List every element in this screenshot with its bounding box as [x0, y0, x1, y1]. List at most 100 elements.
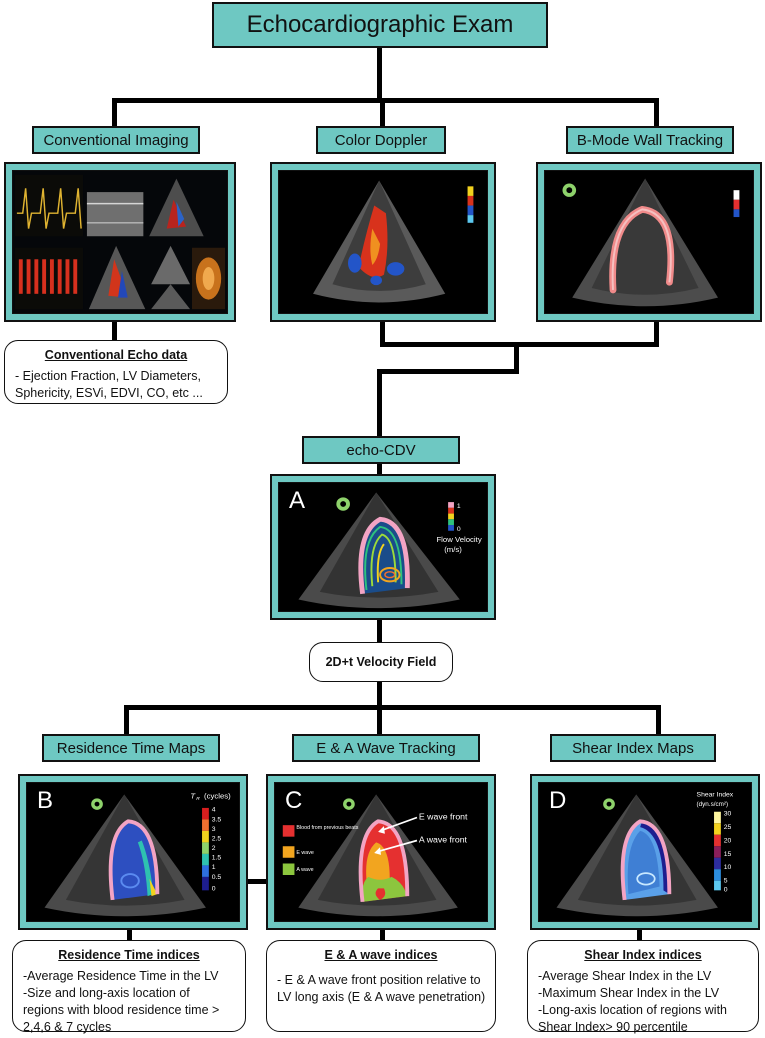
shear-indices-item: -Average Shear Index in the LV [538, 968, 712, 983]
shear-index-label: Shear Index Maps [550, 734, 716, 762]
si-tick: 10 [724, 864, 732, 871]
connector [377, 462, 382, 476]
residence-time-label: Residence Time Maps [42, 734, 220, 762]
conventional-echo-data-title: Conventional Echo data [44, 348, 188, 362]
si-colorbar-unit: (dyn.s/cm²) [697, 801, 729, 808]
a-wave-front-label: A wave front [419, 834, 468, 844]
residence-indices-box: Residence Time indices -Average Residenc… [12, 940, 246, 1034]
e-wave-front-label: E wave front [419, 811, 468, 821]
connector [377, 705, 382, 735]
si-tick: 25 [724, 824, 732, 831]
connector [112, 98, 658, 103]
connector [377, 681, 382, 707]
connector [377, 369, 519, 374]
connector [514, 342, 519, 372]
connector [654, 320, 659, 346]
tr-colorbar-unit: (cycles) [204, 791, 231, 800]
residence-indices-item: 2,4,6 & 7 cycles [23, 1019, 112, 1034]
panel-letter-a: A [289, 487, 306, 514]
connector [124, 705, 129, 735]
ea-indices-title: E & A wave indices [324, 948, 438, 962]
flow-legend-title: Flow Velocity [436, 535, 481, 544]
tr-tick: 2 [212, 845, 216, 852]
shear-indices-item: Shear Index> 90 percentile [538, 1019, 688, 1034]
shear-indices-title: Shear Index indices [584, 948, 702, 962]
legend-a-wave: A wave [296, 867, 313, 873]
residence-time-image: 4 3.5 3 2.5 2 1.5 1 0.5 0 T R (cycles) B [26, 782, 240, 922]
ea-indices-item: - E & A wave front position relative to [277, 972, 481, 987]
ea-wave-label: E & A Wave Tracking [292, 734, 480, 762]
echo-cdv-panel: 1 0 Flow Velocity (m/s) A [270, 474, 496, 620]
echo-cdv-image: 1 0 Flow Velocity (m/s) A [278, 482, 488, 612]
conventional-imaging-image [12, 170, 228, 314]
flow-legend-unit: (m/s) [444, 545, 462, 554]
connector [637, 928, 642, 942]
residence-indices-item: -Size and long-axis location of [23, 985, 190, 1000]
residence-indices-item: regions with blood residence time > [23, 1002, 220, 1017]
si-tick: 30 [724, 811, 732, 818]
connector [654, 98, 659, 128]
connector [380, 98, 385, 128]
tr-tick: 4 [212, 807, 216, 814]
residence-indices-title: Residence Time indices [58, 948, 200, 962]
residence-indices-item: -Average Residence Time in the LV [23, 968, 219, 983]
shear-index-image: 30 25 20 15 10 5 0 Shear Index (dyn.s/cm… [538, 782, 752, 922]
tr-tick: 3.5 [212, 816, 222, 823]
panel-letter-d: D [549, 787, 567, 814]
connector [112, 320, 117, 342]
connector [380, 928, 385, 942]
tr-tick: 3 [212, 826, 216, 833]
conventional-imaging-panel [4, 162, 236, 322]
tr-tick: 2.5 [212, 836, 222, 843]
tr-tick: 1.5 [212, 855, 222, 862]
si-tick: 0 [724, 886, 728, 893]
tr-tick: 0 [212, 885, 216, 892]
color-doppler-panel [270, 162, 496, 322]
connector [124, 705, 661, 710]
conventional-echo-data-box: Conventional Echo data - Ejection Fracti… [4, 340, 228, 404]
si-tick: 15 [724, 851, 732, 858]
velocity-field-box: 2D+t Velocity Field [309, 642, 453, 682]
conventional-echo-data-item: Sphericity, ESVi, EDVI, CO, etc ... [15, 385, 203, 400]
exam-title: Echocardiographic Exam [212, 2, 548, 48]
flow-legend-min: 0 [457, 526, 461, 533]
connector [377, 46, 382, 100]
ea-wave-image: E wave front A wave front Blood from pre… [274, 782, 488, 922]
si-colorbar-title: Shear Index [697, 791, 734, 798]
shear-indices-box: Shear Index indices -Average Shear Index… [527, 940, 759, 1034]
ea-indices-item: LV long axis (E & A wave penetration) [277, 989, 486, 1004]
si-tick: 5 [724, 878, 728, 885]
conventional-echo-data-item: - Ejection Fraction, LV Diameters, [15, 368, 201, 383]
connector [112, 98, 117, 128]
b-mode-label: B-Mode Wall Tracking [566, 126, 734, 154]
connector [380, 320, 385, 346]
shear-indices-item: -Maximum Shear Index in the LV [538, 985, 720, 1000]
tr-colorbar-title: T [190, 791, 196, 800]
echo-cdv-label: echo-CDV [302, 436, 460, 464]
legend-e-wave: E wave [296, 850, 314, 856]
connector [377, 369, 382, 439]
connector [127, 928, 132, 942]
legend-previous-beats: Blood from previous beats [296, 825, 358, 831]
panel-letter-b: B [37, 787, 54, 814]
ea-wave-panel: E wave front A wave front Blood from pre… [266, 774, 496, 930]
b-mode-image [544, 170, 754, 314]
connector [380, 342, 659, 347]
connector [246, 879, 268, 884]
color-doppler-image [278, 170, 488, 314]
panel-letter-c: C [285, 787, 303, 814]
shear-indices-item: -Long-axis location of regions with [538, 1002, 727, 1017]
color-doppler-label: Color Doppler [316, 126, 446, 154]
ea-indices-box: E & A wave indices - E & A wave front po… [266, 940, 496, 1032]
tr-tick: 0.5 [212, 874, 222, 881]
flow-legend-max: 1 [457, 503, 461, 510]
connector [656, 705, 661, 735]
tr-tick: 1 [212, 864, 216, 871]
si-tick: 20 [724, 837, 732, 844]
b-mode-panel [536, 162, 762, 322]
connector [377, 618, 382, 644]
tr-colorbar-subscript: R [196, 796, 200, 802]
shear-index-panel: 30 25 20 15 10 5 0 Shear Index (dyn.s/cm… [530, 774, 760, 930]
conventional-imaging-label: Conventional Imaging [32, 126, 200, 154]
residence-time-panel: 4 3.5 3 2.5 2 1.5 1 0.5 0 T R (cycles) B [18, 774, 248, 930]
